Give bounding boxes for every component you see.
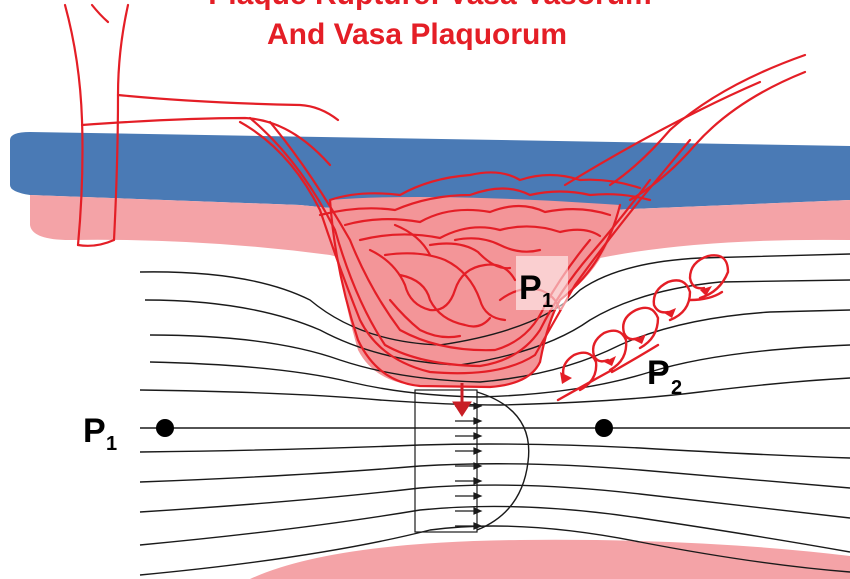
pressure-point-upstream — [156, 419, 174, 437]
title-line-2: And Vasa Plaquorum — [267, 18, 567, 51]
velocity-arrows — [455, 403, 481, 529]
p1-upstream-label-subscript: 1 — [106, 433, 117, 455]
velocity-profile — [415, 390, 529, 532]
plaque-body — [330, 197, 620, 387]
p1-upstream-label: P — [83, 412, 106, 450]
p2-label: P — [647, 354, 670, 392]
pressure-point-downstream — [595, 419, 613, 437]
p1-plaque-label-subscript: 1 — [542, 290, 553, 312]
pressure-arrow — [453, 383, 471, 416]
title-line-1: Plaque Rupture: Vasa Vasorum — [208, 0, 651, 11]
eddy-tail-1 — [558, 370, 612, 400]
velocity-profile-curve — [477, 392, 529, 530]
p1-plaque-label: P — [519, 269, 542, 307]
bottom-vessel-wall — [250, 540, 850, 579]
p2-label-subscript: 2 — [671, 377, 682, 399]
